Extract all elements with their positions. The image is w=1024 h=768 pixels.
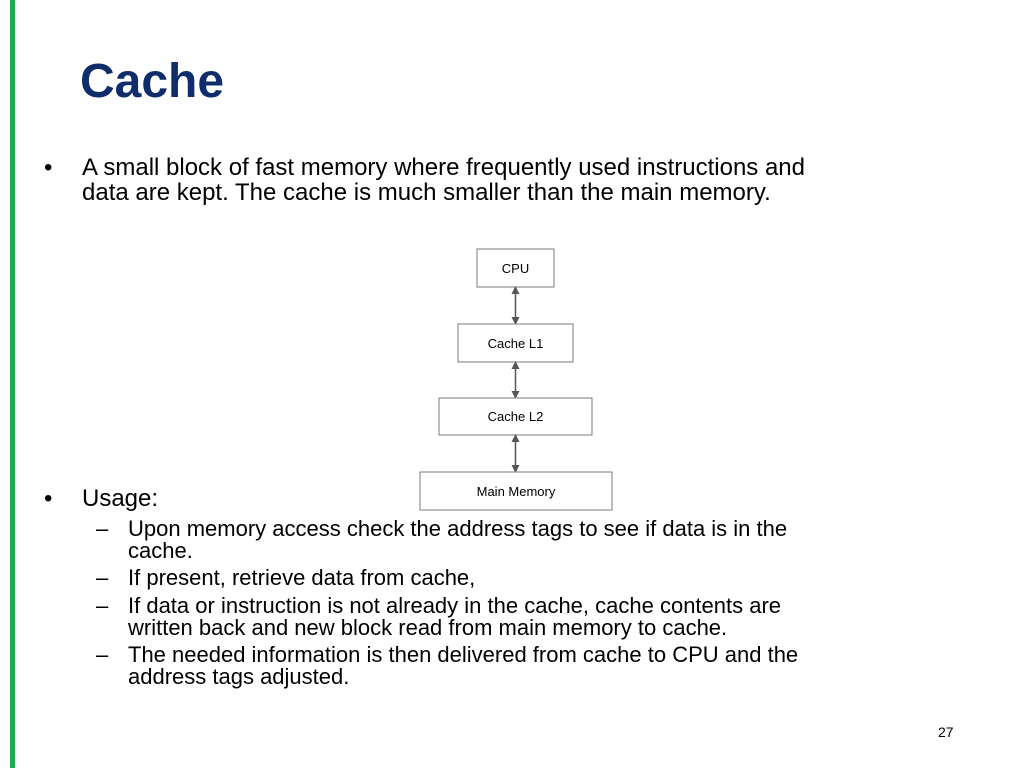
sub-marker: – — [96, 642, 109, 667]
sub-line: written back and new block read from mai… — [128, 615, 728, 640]
sub-line: The needed information is then delivered… — [128, 642, 799, 667]
node-label: Cache L1 — [488, 336, 544, 351]
sub-item-write-back: – If data or instruction is not already … — [96, 595, 976, 639]
sub-line: address tags adjusted. — [128, 664, 350, 689]
node-cache-l2: Cache L2 — [438, 397, 593, 436]
bullet-usage: • Usage: — [44, 486, 344, 512]
node-main-memory: Main Memory — [419, 471, 613, 511]
sub-marker: – — [96, 593, 109, 618]
sub-line: Upon memory access check the address tag… — [128, 516, 788, 541]
node-cache-l1: Cache L1 — [457, 323, 574, 363]
node-label: Cache L2 — [488, 409, 544, 424]
page-number: 27 — [938, 724, 954, 740]
bullet-marker: • — [44, 485, 53, 512]
bullet-line: data are kept. The cache is much smaller… — [82, 179, 771, 206]
node-label: Main Memory — [477, 484, 556, 499]
sub-marker: – — [96, 565, 109, 590]
bullet-definition: • A small block of fast memory where fre… — [44, 155, 984, 207]
sub-item-retrieve: – If present, retrieve data from cache, — [96, 567, 976, 589]
sub-line: If present, retrieve data from cache, — [128, 565, 476, 590]
sub-marker: – — [96, 516, 109, 541]
slide-title: Cache — [80, 55, 225, 108]
sub-item-deliver: – The needed information is then deliver… — [96, 644, 976, 688]
sub-line: If data or instruction is not already in… — [128, 593, 782, 618]
sub-item-check-tags: – Upon memory access check the address t… — [96, 518, 976, 562]
node-cpu: CPU — [476, 248, 555, 288]
bullet-line: A small block of fast memory where frequ… — [82, 154, 805, 181]
bullet-marker: • — [44, 154, 53, 181]
node-label: CPU — [502, 261, 529, 276]
slide-accent-bar — [10, 0, 15, 768]
sub-line: cache. — [128, 538, 193, 563]
bullet-line: Usage: — [82, 485, 159, 512]
